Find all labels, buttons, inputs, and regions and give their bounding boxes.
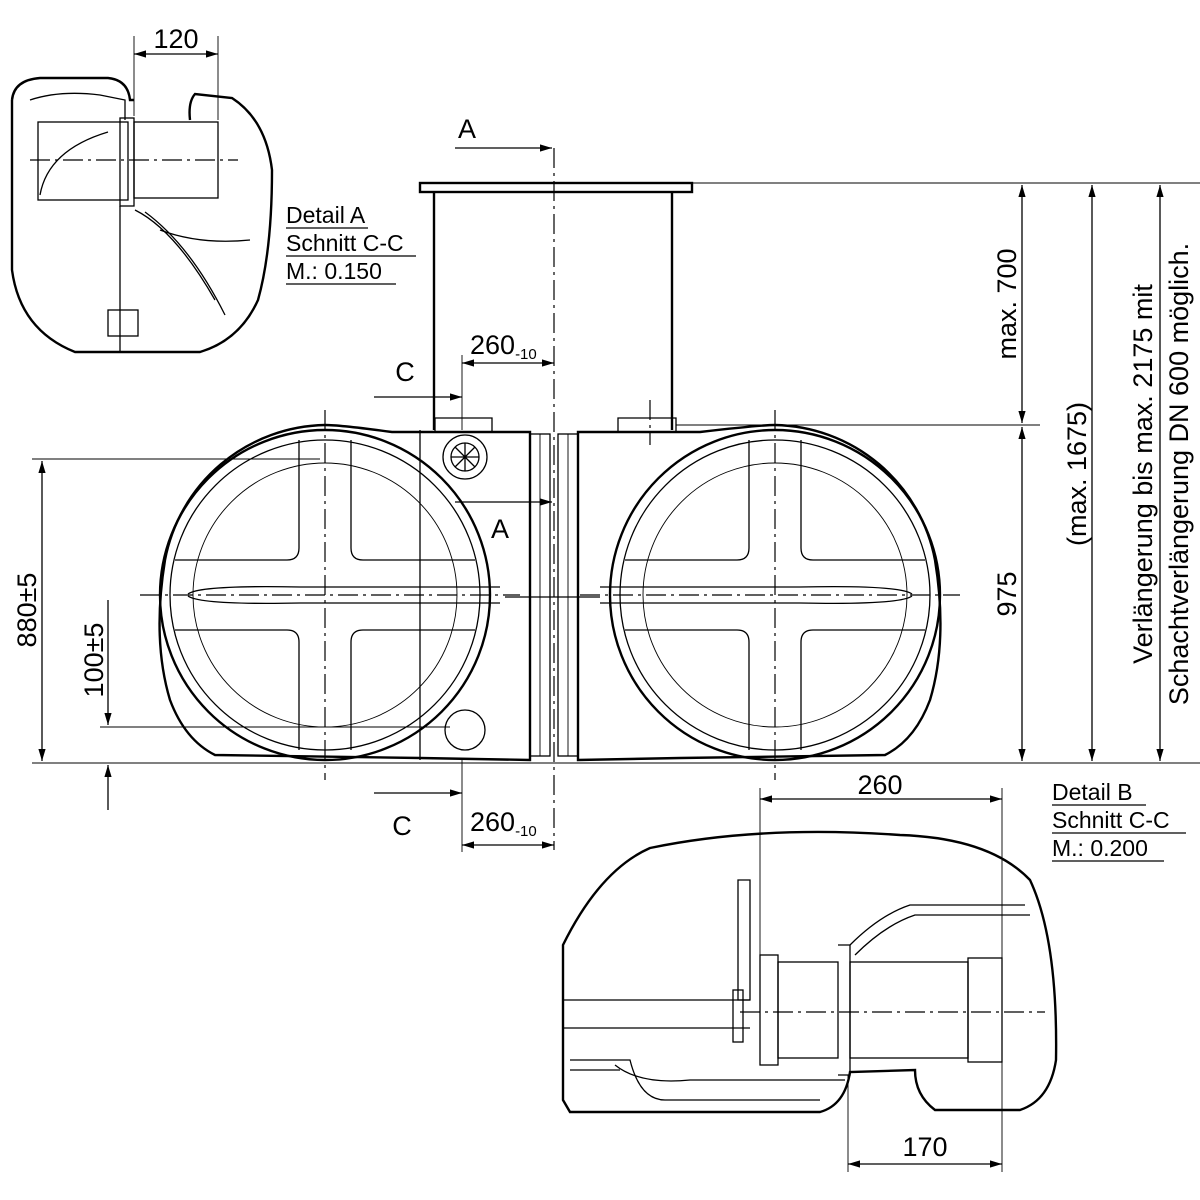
section-markers xyxy=(374,144,552,797)
dim-max-700: max. 700 xyxy=(992,248,1022,359)
left-dimension-lines xyxy=(32,458,450,810)
offset-top-sub: -10 xyxy=(515,346,537,363)
dim-880: 880±5 xyxy=(12,573,42,648)
section-c-top-label: C xyxy=(395,357,415,387)
offset-bottom-dim: 260-10 xyxy=(470,807,537,840)
detail-a-scale: M.: 0.150 xyxy=(286,258,382,284)
dim-975: 975 xyxy=(992,571,1022,616)
detail-b-section: Schnitt C-C xyxy=(1052,807,1170,833)
detail-b-view xyxy=(561,788,1058,1172)
offset-bottom-sub: -10 xyxy=(515,823,537,840)
detail-b-title: Detail B xyxy=(1052,779,1133,805)
note-line-2: Schachtverlängerung DN 600 möglich. xyxy=(1164,243,1194,705)
detail-a-title: Detail A xyxy=(286,202,366,228)
detail-a-view xyxy=(10,36,274,354)
detail-a-section: Schnitt C-C xyxy=(286,230,404,256)
offset-top-main: 260 xyxy=(470,330,515,360)
tank-main-view xyxy=(140,148,960,850)
detail-a-dim-width: 120 xyxy=(153,24,198,54)
section-a-mid-label: A xyxy=(491,514,509,544)
detail-b-dim-bottom: 170 xyxy=(902,1132,947,1162)
vertical-dimension-lines xyxy=(32,182,1200,764)
offset-bottom-main: 260 xyxy=(470,807,515,837)
detail-b-scale: M.: 0.200 xyxy=(1052,835,1148,861)
offset-dimension-lines xyxy=(461,355,554,852)
dim-100: 100±5 xyxy=(79,623,109,698)
section-a-top-label: A xyxy=(458,114,476,144)
dim-max-1675: (max. 1675) xyxy=(1062,402,1092,546)
detail-b-dim-top: 260 xyxy=(857,770,902,800)
note-line-1: Verlängerung bis max. 2175 mit xyxy=(1128,284,1158,664)
section-c-bottom-label: C xyxy=(392,811,412,841)
offset-top-dim: 260-10 xyxy=(470,330,537,363)
